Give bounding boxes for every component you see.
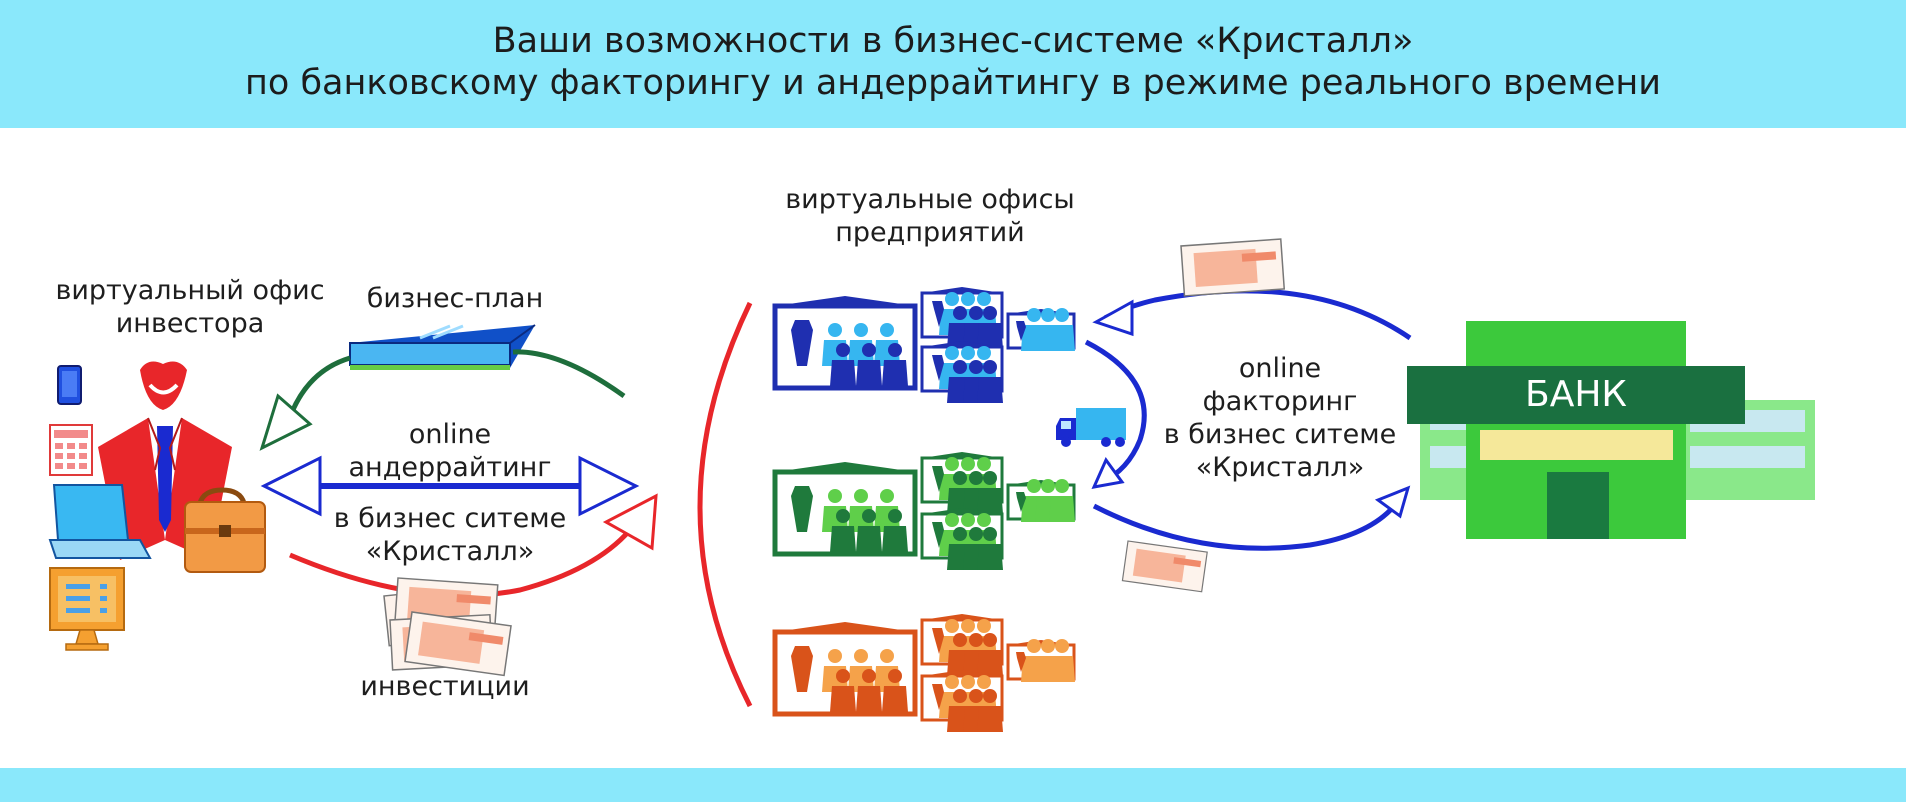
investor-office-label: виртуальный офис инвестора [40, 274, 340, 340]
bank-sign: БАНК [1525, 374, 1627, 415]
phone-icon [57, 365, 82, 405]
investments-arrowhead [602, 493, 658, 551]
investor-office-line-1: виртуальный офис [55, 275, 325, 306]
underwriting-line-4: «Кристалл» [365, 536, 535, 567]
factoring-middle-arrowhead [1091, 457, 1125, 489]
enterprises-line-2: предприятий [835, 217, 1025, 248]
bank-building [1407, 321, 1815, 539]
monitor-icon [49, 567, 125, 651]
office-tiny [1006, 308, 1076, 351]
calculator-icon [49, 424, 93, 476]
money-bill-top-icon [1180, 238, 1285, 297]
business-plan-arc [512, 349, 626, 399]
factoring-bottom-arrowhead [1374, 485, 1411, 519]
office-small [920, 670, 1004, 732]
investor-office-line-2: инвестора [115, 308, 265, 339]
investor-figure [98, 361, 232, 560]
enterprises-label: виртуальные офисы предприятий [740, 183, 1120, 249]
title-banner: Ваши возможности в бизнес-системе «Крист… [0, 0, 1906, 128]
truck-icon [1056, 408, 1126, 447]
office-tiny [1006, 639, 1076, 682]
money-stack-icon [383, 577, 512, 677]
enterprise-group-green [772, 452, 1076, 570]
laptop-icon [48, 484, 152, 559]
title-line-2: по банковскому факторингу и андеррайтинг… [245, 63, 1661, 103]
business-plan-arrowhead [259, 393, 313, 451]
money-bill-bottom-icon [1121, 540, 1208, 593]
factoring-line-1: online [1238, 353, 1322, 384]
title-line-1: Ваши возможности в бизнес-системе «Крист… [492, 21, 1414, 61]
factoring-line-4: «Кристалл» [1195, 452, 1365, 483]
investments-label: инвестиции [360, 671, 530, 702]
factoring-line-3: в бизнес ситеме [1163, 419, 1397, 450]
factoring-top-arc [1103, 288, 1412, 341]
office-large [772, 462, 918, 557]
underwriting-line-2: андеррайтинг [348, 452, 552, 483]
factoring-line-2: факторинг [1202, 386, 1358, 417]
office-large [772, 622, 918, 717]
factoring-top-arrowhead [1092, 299, 1134, 337]
divider-arc [697, 301, 753, 708]
footer-band [0, 768, 1906, 802]
enterprises-line-1: виртуальные офисы [785, 184, 1075, 215]
office-small [920, 508, 1004, 570]
factoring-middle-arc [1084, 339, 1147, 485]
underwriting-label: online андеррайтинг [300, 418, 600, 484]
office-small [920, 452, 1004, 514]
underwriting-arrowhead-left [260, 455, 322, 517]
factoring-label: online факторинг в бизнес ситеме «Криста… [1130, 352, 1430, 484]
briefcase-icon [184, 487, 266, 573]
enterprise-group-blue [772, 287, 1076, 403]
underwriting-system-label: в бизнес ситеме «Кристалл» [300, 502, 600, 568]
underwriting-line-1: online [408, 419, 492, 450]
enterprise-group-orange [772, 614, 1076, 732]
office-large [772, 296, 918, 391]
factoring-bottom-arc [1092, 503, 1397, 551]
investments-arc [289, 528, 632, 598]
office-small [920, 341, 1004, 403]
business-plan-book-icon [349, 324, 536, 370]
office-tiny [1006, 479, 1076, 522]
underwriting-arrowhead-right [578, 455, 640, 517]
business-plan-label: бизнес-план [366, 283, 544, 314]
underwriting-line-3: в бизнес ситеме [333, 503, 567, 534]
office-small [920, 287, 1004, 349]
office-small [920, 614, 1004, 676]
